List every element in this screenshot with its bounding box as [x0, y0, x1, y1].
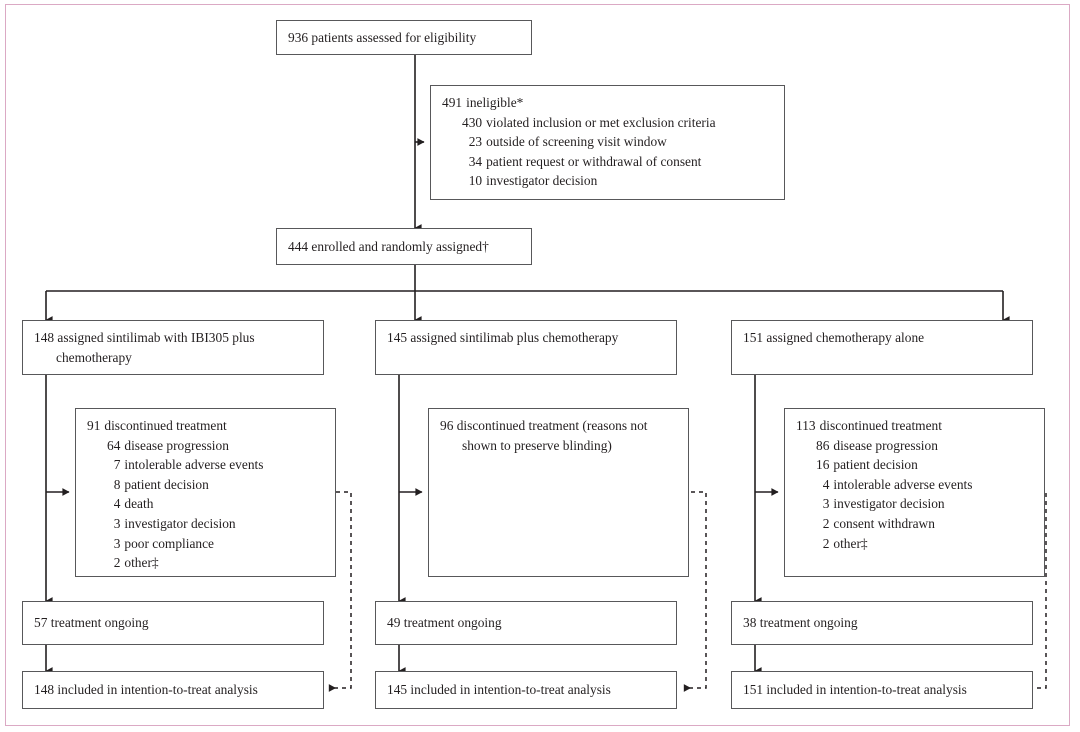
arm3-discontinued-header: 113 discontinued treatment — [796, 416, 942, 436]
reason-label: outside of screening visit window — [486, 134, 667, 150]
reason-count: 86 — [816, 437, 830, 453]
node-arm3-ongoing-text: 38 treatment ongoing — [743, 615, 858, 631]
node-arm2-ongoing-text: 49 treatment ongoing — [387, 615, 502, 631]
reason-count: 23 — [468, 134, 483, 150]
reason-count: 64 — [107, 437, 121, 453]
node-enrolled: 444 enrolled and randomly assigned† — [276, 228, 532, 265]
node-arm1-itt-text: 148 included in intention-to-treat analy… — [34, 682, 258, 698]
reason-label: investigator decision — [124, 515, 236, 531]
reason-count: 3 — [113, 535, 121, 551]
reason-label: investigator decision — [833, 496, 945, 512]
node-arm2-assigned: 145 assigned sintilimab plus chemotherap… — [375, 320, 677, 375]
arm1-discontinued-header-list: 91 discontinued treatment — [87, 416, 227, 436]
node-arm3-itt-text: 151 included in intention-to-treat analy… — [743, 682, 967, 698]
reason-label: other‡ — [833, 535, 868, 551]
reason-count: 3 — [113, 515, 121, 531]
reason-count: 3 — [822, 496, 830, 512]
arm1-discontinued-num: 91 — [87, 418, 101, 433]
ineligible-list: 491 ineligible* — [442, 93, 523, 113]
node-arm2-discontinued-text: 96 discontinued treatment (reasons not s… — [440, 418, 648, 453]
ineligible-header-label: ineligible* — [466, 95, 524, 110]
reason-label: patient decision — [833, 457, 918, 473]
node-arm1-assigned-text: 148 assigned sintilimab with IBI305 plus… — [34, 330, 255, 365]
reason-count: 2 — [113, 555, 121, 571]
node-arm1-ongoing: 57 treatment ongoing — [22, 601, 324, 645]
reason-count: 2 — [822, 515, 830, 531]
reason-count: 4 — [822, 476, 830, 492]
reason-label: disease progression — [833, 437, 938, 453]
reason-count: 7 — [113, 457, 121, 473]
arm1-discontinued-label: discontinued treatment — [104, 418, 227, 433]
reason-label: investigator decision — [486, 173, 598, 189]
node-patients-assessed: 936 patients assessed for eligibility — [276, 20, 532, 55]
reason-count: 8 — [113, 476, 121, 492]
reason-label: other‡ — [124, 555, 159, 571]
arm3-discontinued-label: discontinued treatment — [819, 418, 942, 433]
node-arm3-assigned: 151 assigned chemotherapy alone — [731, 320, 1033, 375]
reason-count: 2 — [822, 535, 830, 551]
reason-label: consent withdrawn — [833, 515, 935, 531]
node-arm3-itt: 151 included in intention-to-treat analy… — [731, 671, 1033, 709]
arm3-discontinued-num: 113 — [796, 418, 816, 433]
reason-count: 430 — [462, 114, 483, 130]
reason-label: patient request or withdrawal of consent — [486, 153, 702, 169]
node-arm3-ongoing: 38 treatment ongoing — [731, 601, 1033, 645]
reason-count: 16 — [816, 457, 830, 473]
node-arm2-itt: 145 included in intention-to-treat analy… — [375, 671, 677, 709]
ineligible-header: 491 ineligible* — [442, 93, 523, 113]
reason-label: disease progression — [124, 437, 229, 453]
node-patients-assessed-text: 936 patients assessed for eligibility — [288, 29, 477, 45]
reason-label: poor compliance — [124, 535, 214, 551]
node-arm1-ongoing-text: 57 treatment ongoing — [34, 615, 149, 631]
arm3-discontinued-header-list: 113 discontinued treatment — [796, 416, 942, 436]
node-arm3-assigned-text: 151 assigned chemotherapy alone — [743, 330, 925, 345]
ineligible-header-num: 491 — [442, 95, 463, 110]
reason-label: death — [124, 496, 154, 512]
reason-label: intolerable adverse events — [833, 476, 973, 492]
node-arm2-discontinued: 96 discontinued treatment (reasons not s… — [428, 408, 689, 577]
reason-label: violated inclusion or met exclusion crit… — [486, 114, 716, 130]
node-enrolled-text: 444 enrolled and randomly assigned† — [288, 238, 489, 254]
reason-count: 4 — [113, 496, 121, 512]
reason-label: patient decision — [124, 476, 209, 492]
reason-count: 10 — [468, 173, 483, 189]
node-arm2-assigned-text: 145 assigned sintilimab plus chemotherap… — [387, 330, 619, 345]
node-arm2-ongoing: 49 treatment ongoing — [375, 601, 677, 645]
reason-label: intolerable adverse events — [124, 457, 264, 473]
node-arm2-itt-text: 145 included in intention-to-treat analy… — [387, 682, 611, 698]
reason-count: 34 — [468, 153, 483, 169]
node-arm1-itt: 148 included in intention-to-treat analy… — [22, 671, 324, 709]
node-arm1-assigned: 148 assigned sintilimab with IBI305 plus… — [22, 320, 324, 375]
arm1-discontinued-header: 91 discontinued treatment — [87, 416, 227, 436]
